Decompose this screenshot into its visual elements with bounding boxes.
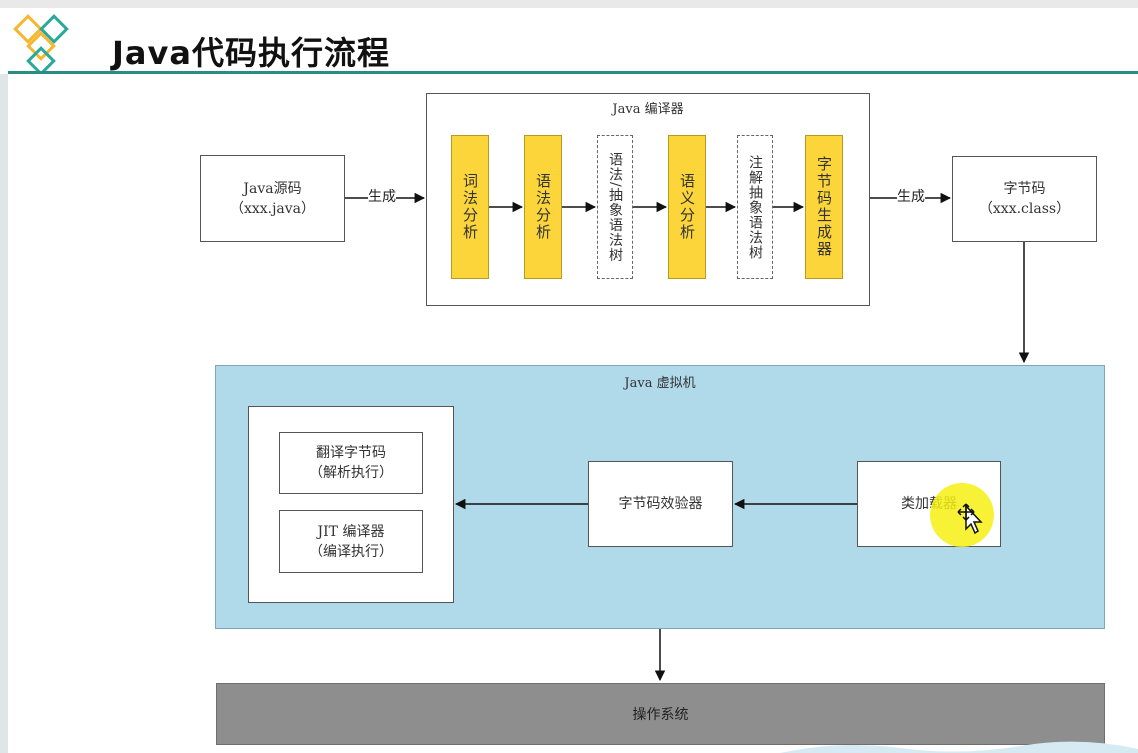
bottom-decoration xyxy=(780,741,1138,753)
slide-header: Java代码执行流程 xyxy=(0,8,1138,74)
jit-compiler-mode: （编译执行） xyxy=(309,543,393,560)
bytecode-box: 字节码 （xxx.class） xyxy=(952,156,1097,242)
lexical-analysis-stage: 词法分析 xyxy=(451,135,489,279)
operating-system-box: 操作系统 xyxy=(216,683,1105,745)
bytecode-verifier-label: 字节码效验器 xyxy=(618,496,703,512)
interpreter-mode: （解析执行） xyxy=(309,465,393,481)
java-vm-label: Java 虚拟机 xyxy=(624,376,696,391)
move-cursor-icon xyxy=(957,503,983,535)
header-divider xyxy=(8,71,1138,74)
bytecode-verifier-box: 字节码效验器 xyxy=(588,461,733,547)
bytecode-title: 字节码 xyxy=(1003,181,1046,197)
jit-compiler-title: JIT 编译器 xyxy=(317,523,385,540)
syntax-tree-node: 语法/抽象语法树 xyxy=(597,135,633,279)
window-top-strip xyxy=(0,0,1138,8)
interpreter-box: 翻译字节码 （解析执行） xyxy=(279,432,423,494)
cursor-highlight xyxy=(930,483,994,547)
bytecode-generator-stage: 字节码生成器 xyxy=(805,135,843,279)
syntax-analysis-stage: 语法分析 xyxy=(524,135,562,279)
generate-label-right: 生成 xyxy=(897,189,925,205)
left-margin-bar xyxy=(0,74,8,753)
java-source-file: （xxx.java） xyxy=(229,200,316,217)
bytecode-file: （xxx.class） xyxy=(978,201,1071,217)
page-title: Java代码执行流程 xyxy=(112,34,390,72)
java-compiler-label: Java 编译器 xyxy=(612,102,684,117)
semantic-analysis-stage: 语义分析 xyxy=(668,135,706,279)
java-source-box: Java源码 （xxx.java） xyxy=(200,155,345,242)
java-compiler-box: Java 编译器 xyxy=(426,93,870,306)
jit-compiler-box: JIT 编译器 （编译执行） xyxy=(279,510,423,573)
java-source-title: Java源码 xyxy=(243,180,302,197)
annotated-syntax-tree-node: 注解抽象语法树 xyxy=(737,135,773,279)
generate-label-left: 生成 xyxy=(368,189,396,205)
diamond-logo-icon xyxy=(13,14,69,74)
interpreter-title: 翻译字节码 xyxy=(316,445,386,461)
